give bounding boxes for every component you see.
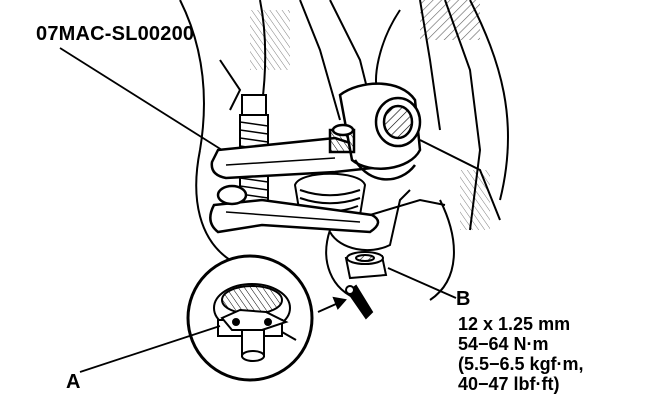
callout-a-leader — [79, 325, 221, 373]
callout-b-leader — [387, 267, 457, 299]
tool-leader-line — [59, 47, 223, 151]
torque-kgfm-text: (5.5−6.5 kgf·m, — [458, 354, 584, 374]
lower-arm — [329, 189, 446, 252]
torque-lbfft-text: 40−47 lbf·ft) — [458, 374, 560, 394]
detail-inset-circle — [186, 254, 314, 382]
torque-wrench-icon — [345, 284, 374, 320]
tool-lower-fork — [209, 184, 380, 234]
torque-nm-text: 54−64 N·m — [458, 334, 549, 354]
torque-specification: 12 x 1.25 mm 54−64 N·m (5.5−6.5 kgf·m, 4… — [458, 314, 584, 394]
ball-joint-stud — [328, 82, 422, 181]
tool-part-number: 07MAC-SL00200 — [36, 23, 195, 45]
suspension-background — [179, 0, 510, 301]
detail-arrow-icon — [317, 296, 347, 313]
self-locking-nut-b — [344, 251, 388, 280]
bolt-size-text: 12 x 1.25 mm — [458, 314, 571, 334]
callout-label-b: B — [456, 288, 471, 310]
callout-label-a: A — [66, 371, 81, 393]
